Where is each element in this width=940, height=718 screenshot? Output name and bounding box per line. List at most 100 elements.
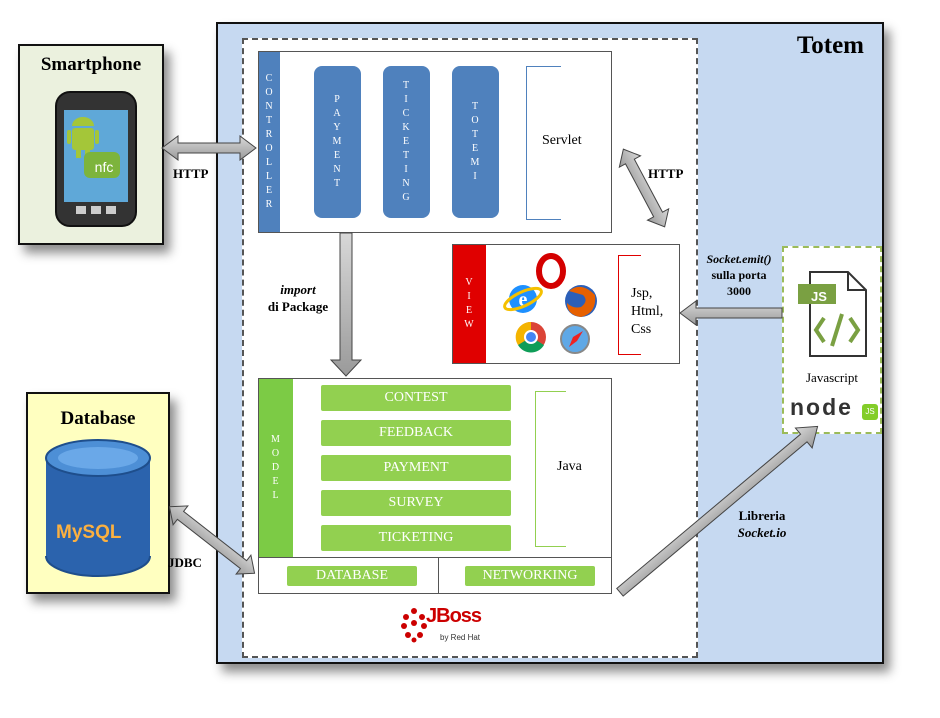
controller-box: C O N T R O L L E R P A Y M E N T T I C …: [258, 51, 612, 233]
import-label-line1: import: [280, 282, 316, 297]
model-divider: [259, 557, 611, 558]
http-left-label: HTTP: [173, 166, 209, 181]
module-letter: I: [473, 171, 478, 182]
tech-jsp: Jsp,: [631, 286, 653, 301]
database-title: Database: [60, 408, 136, 429]
javascript-label: Javascript: [806, 370, 858, 385]
payment-module: P A Y M E N T: [314, 66, 361, 218]
http-right-arrow: [618, 148, 670, 228]
browser-icons: e: [503, 253, 597, 354]
controller-letter: C: [265, 73, 274, 84]
import-arrow: [329, 232, 363, 377]
database-box: Database MySQL: [26, 392, 170, 594]
js-file-icon: [798, 271, 867, 357]
model-item-feedback: FEEDBACK: [321, 420, 511, 446]
firefox-icon: [565, 285, 597, 317]
controller-letter: L: [265, 171, 274, 182]
chrome-icon: [515, 321, 546, 353]
module-letter: Y: [333, 122, 342, 133]
view-letter: W: [464, 319, 475, 330]
js-badge: JS: [811, 289, 827, 304]
socket-label-line3: 3000: [727, 284, 751, 298]
module-letter: E: [402, 136, 411, 147]
database-button: DATABASE: [287, 566, 417, 586]
module-letter: K: [402, 122, 411, 133]
module-letter: M: [332, 136, 343, 147]
smartphone-box: Smartphone nfc: [18, 44, 164, 245]
model-letter: L: [272, 490, 280, 501]
nodejs-hex-icon: JS: [862, 404, 878, 420]
model-divider-vertical: [438, 557, 439, 593]
model-letter: D: [271, 462, 281, 473]
model-letter: O: [271, 448, 281, 459]
view-letter: E: [465, 305, 474, 316]
jboss-dots-icon: [401, 608, 427, 643]
totemi-module: T O T E M I: [452, 66, 499, 218]
module-letter: C: [402, 108, 411, 119]
opera-icon: [536, 253, 566, 289]
nodejs-logo: node: [790, 394, 853, 420]
ticketing-module: T I C K E T I N G: [383, 66, 430, 218]
model-item-ticketing: TICKETING: [321, 525, 511, 551]
model-letter: E: [272, 476, 280, 487]
view-box: V I E W e Jsp, Html, Css: [452, 244, 680, 364]
controller-letter: O: [265, 143, 274, 154]
module-letter: N: [333, 164, 342, 175]
module-letter: G: [402, 192, 411, 203]
tech-html: Html,: [631, 304, 664, 319]
module-letter: A: [333, 108, 342, 119]
module-letter: T: [402, 150, 411, 161]
totem-title: Totem: [796, 32, 864, 59]
networking-button: NETWORKING: [465, 566, 595, 586]
module-letter: P: [334, 94, 341, 105]
svg-text:e: e: [519, 289, 528, 311]
internet-explorer-icon: e: [503, 285, 543, 313]
nfc-badge: nfc: [94, 159, 114, 175]
model-letter: M: [271, 434, 281, 445]
view-tech-list: Jsp, Html, Css: [631, 285, 663, 339]
module-letter: E: [333, 150, 342, 161]
controller-letter: N: [265, 101, 274, 112]
socket-io-arrow: [616, 425, 819, 597]
jboss-logo-text: JBoss: [426, 605, 482, 627]
controller-letter: T: [265, 115, 274, 126]
controller-letter: R: [265, 199, 274, 210]
model-item-contest: CONTEST: [321, 385, 511, 411]
module-letter: T: [471, 101, 480, 112]
controller-letter: O: [265, 87, 274, 98]
servlet-bracket: [526, 66, 561, 220]
module-letter: T: [333, 178, 342, 189]
socket-label-line2: sulla porta: [711, 268, 767, 282]
smartphone-icon: [55, 91, 137, 227]
controller-letter: R: [265, 129, 274, 140]
javascript-box: JS Javascript node JS: [782, 246, 882, 434]
java-label: Java: [557, 459, 582, 474]
socket-emit-arrow: [679, 300, 783, 326]
servlet-label: Servlet: [542, 133, 582, 148]
import-label-line2: di Package: [267, 299, 329, 314]
smartphone-title: Smartphone: [40, 54, 142, 75]
http-left-arrow: [161, 135, 257, 161]
model-label: M O D E L: [259, 379, 293, 557]
safari-icon: [560, 324, 590, 354]
view-letter: V: [465, 277, 474, 288]
mysql-logo-text: MySQL: [56, 522, 122, 543]
module-letter: M: [470, 157, 481, 168]
module-letter: N: [402, 178, 411, 189]
model-box: M O D E L CONTEST FEEDBACK PAYMENT SURVE…: [258, 378, 612, 594]
view-label: V I E W: [453, 245, 486, 363]
module-letter: I: [404, 164, 409, 175]
jdbc-label: JDBC: [168, 555, 202, 570]
module-letter: I: [404, 94, 409, 105]
model-item-survey: SURVEY: [321, 490, 511, 516]
view-bracket: [618, 255, 641, 355]
libreria-label-line2: Socket.io: [737, 525, 787, 540]
mysql-database-icon: [45, 439, 151, 577]
module-letter: T: [471, 129, 480, 140]
controller-label: C O N T R O L L E R: [259, 52, 280, 232]
module-letter: O: [471, 115, 480, 126]
socket-label-line1: Socket.emit(): [706, 252, 772, 266]
controller-letter: E: [265, 185, 274, 196]
libreria-label-line1: Libreria: [738, 508, 786, 523]
